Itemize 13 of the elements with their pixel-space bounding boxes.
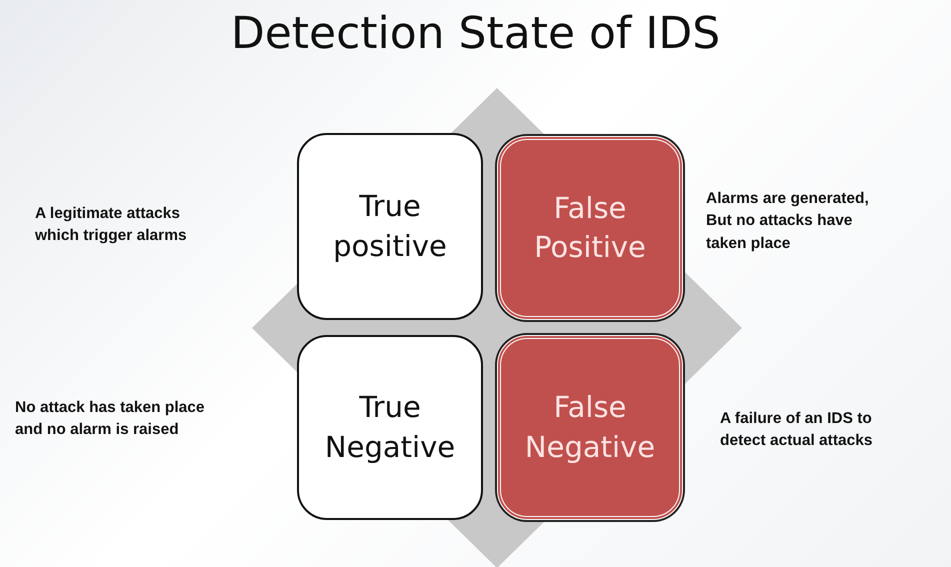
quadrant-box (497, 335, 683, 520)
title: Detection State of IDS (230, 8, 722, 59)
quadrant-label: True Negative (324, 389, 456, 466)
quadrant-label: False Positive (533, 190, 647, 266)
description-text: A legitimate attacks which trigger alarms (35, 204, 188, 246)
quadrant-label: False Negative (524, 389, 656, 466)
quadrant-box (497, 136, 683, 320)
quadrant-box (297, 133, 483, 320)
quadrant-box (297, 335, 483, 520)
quadrant-label: True positive (332, 188, 448, 264)
description-text: Alarms are generated, But no attacks have taken place (706, 189, 870, 254)
description-text: No attack has taken place and no alarm is raised (15, 398, 206, 440)
description-text: A failure of an IDS to detect actual attacks (720, 409, 874, 452)
